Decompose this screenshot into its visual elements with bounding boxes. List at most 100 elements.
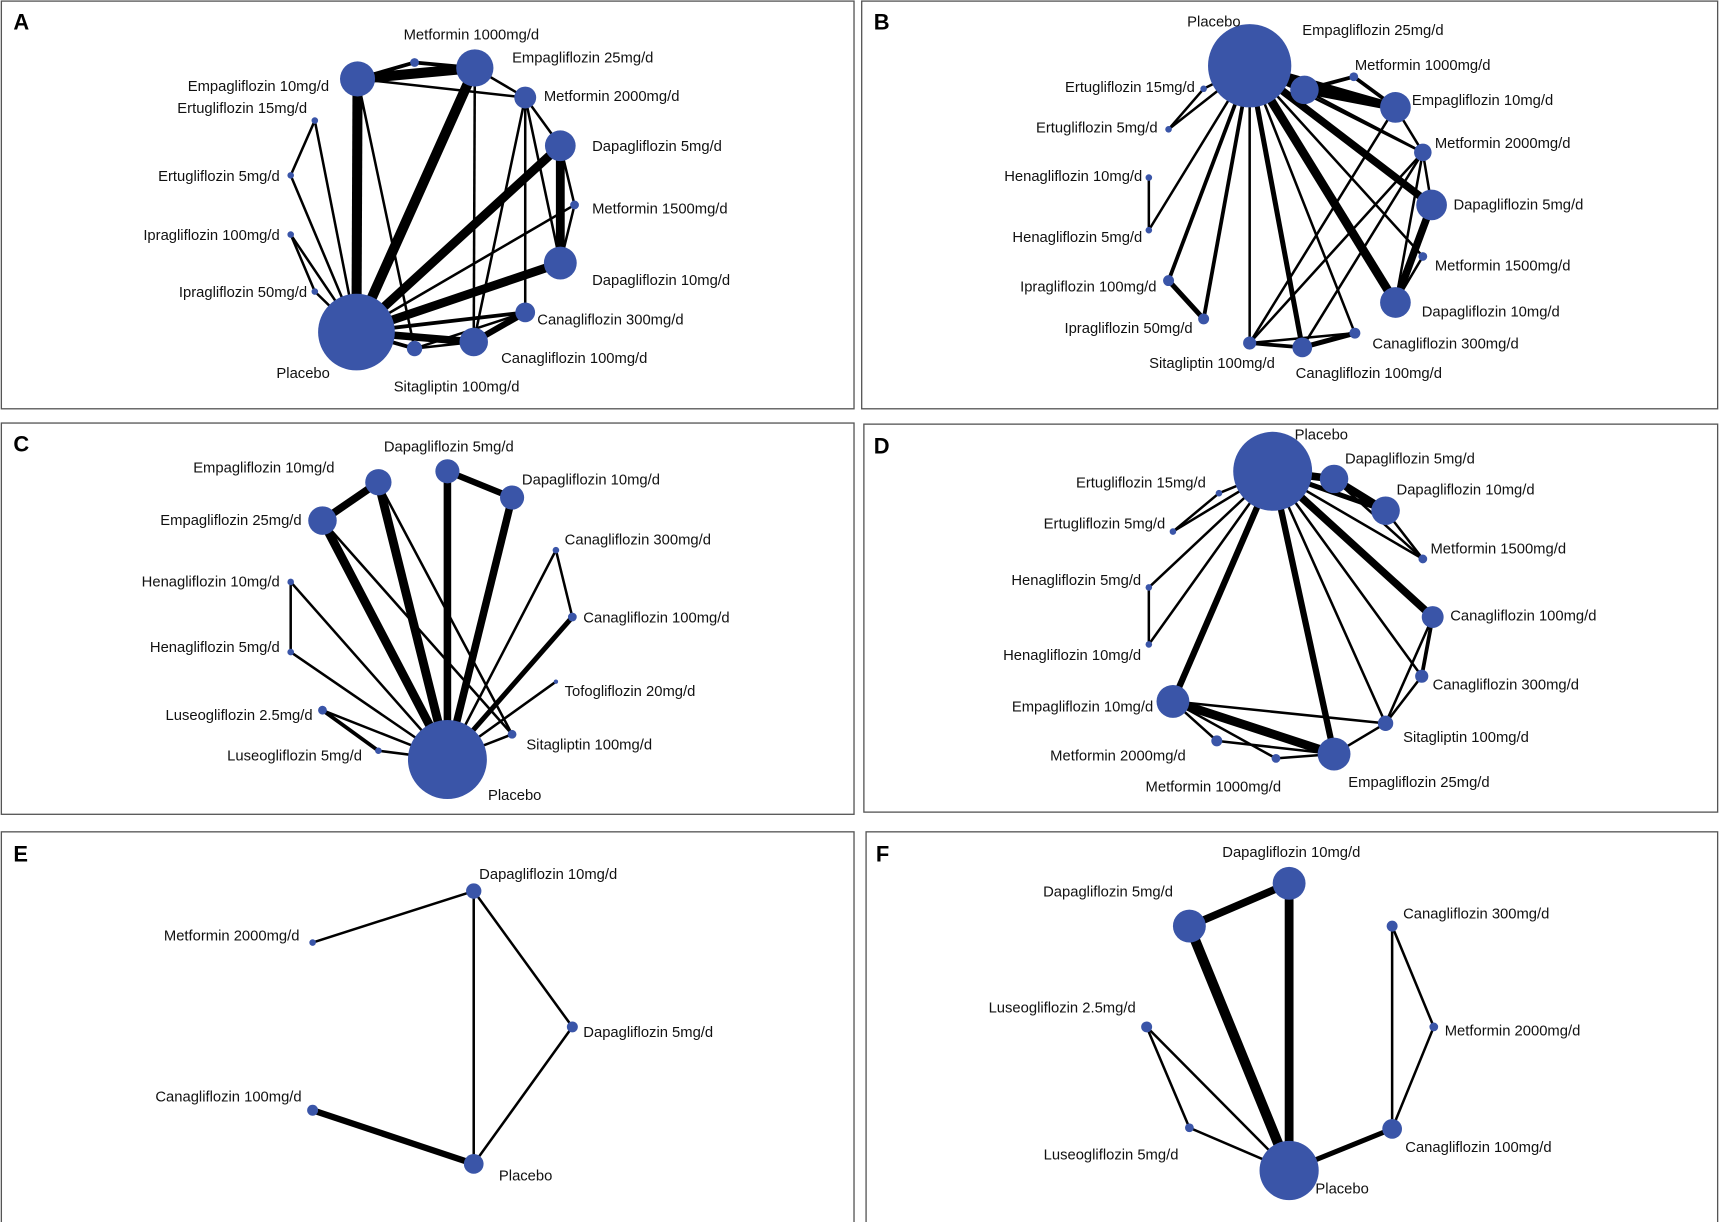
node-label-placebo: Placebo	[276, 366, 329, 382]
node-label-hena10: Henagliflozin 10mg/d	[1003, 648, 1141, 664]
node-ertu15	[1215, 489, 1223, 497]
edge-met2000-dapa10	[523, 97, 562, 264]
node-label-emp25: Empagliflozin 25mg/d	[1302, 23, 1443, 39]
node-luseo25	[1141, 1021, 1153, 1033]
edge-ertu15-ertu5	[289, 120, 316, 176]
edge-placebo-dapa10	[1245, 63, 1400, 305]
node-emp10	[340, 61, 376, 97]
edge-cana300-cana100	[554, 549, 574, 618]
node-emp10	[1156, 684, 1190, 718]
node-label-placebo: Placebo	[1295, 427, 1348, 443]
edge-cana100-placebo	[311, 1107, 475, 1167]
node-label-hena5: Henagliflozin 5mg/d	[1011, 573, 1141, 589]
node-label-emp10: Empagliflozin 10mg/d	[1412, 93, 1553, 109]
node-dapa5	[1416, 189, 1447, 221]
edge-met2000-cana100	[1390, 1026, 1435, 1130]
node-ertu15	[1200, 85, 1207, 93]
edge-emp10-sita100	[377, 481, 514, 735]
node-dapa5	[1172, 909, 1206, 943]
edge-cana100-sita100	[1384, 616, 1434, 724]
node-label-met1500: Metformin 1500mg/d	[592, 202, 728, 218]
edge-placebo-emp25	[351, 65, 480, 335]
node-hena10	[1145, 174, 1153, 181]
node-hena5	[1145, 226, 1153, 234]
node-ipra50	[1198, 313, 1210, 325]
node-dapa10	[466, 883, 482, 899]
edge-placebo-emp25	[1269, 470, 1338, 755]
node-dapa5	[1319, 464, 1349, 494]
edge-emp10-sita100	[1172, 700, 1386, 725]
node-label-placebo: Placebo	[1187, 14, 1240, 30]
node-label-dapa10: Dapagliflozin 10mg/d	[479, 867, 617, 883]
panel-border	[863, 423, 1719, 813]
edge-luseo25-luseo5	[321, 708, 380, 753]
node-dapa5	[544, 130, 576, 162]
node-ertu5	[1165, 126, 1172, 133]
edge-emp10-met2000	[357, 77, 526, 99]
node-sita100	[507, 729, 517, 739]
node-cana100	[1292, 337, 1313, 358]
node-placebo	[318, 293, 395, 371]
node-label-dapa10: Dapagliflozin 10mg/d	[1422, 305, 1560, 321]
edge-emp10-sita100	[1248, 106, 1397, 344]
edge-placebo-dapa10	[443, 496, 516, 761]
edge-cana300-met2000	[1390, 925, 1435, 1028]
node-emp25	[308, 506, 337, 535]
edge-met1500-placebo	[355, 203, 576, 334]
node-placebo	[407, 720, 487, 799]
node-dapa10	[1380, 287, 1411, 318]
node-label-met2000: Metformin 2000mg/d	[164, 928, 300, 944]
node-luseo5	[375, 747, 382, 755]
edge-ertu15-ertu5	[1172, 492, 1220, 533]
node-label-sita100: Sitagliptin 100mg/d	[526, 738, 652, 754]
node-met1500	[570, 200, 579, 210]
node-label-met2000: Metformin 2000mg/d	[1435, 136, 1571, 152]
node-met2000	[1211, 735, 1223, 747]
node-cana300	[552, 546, 560, 554]
edges	[311, 889, 574, 1167]
node-cana300	[1349, 327, 1361, 339]
edge-dapa5-placebo	[472, 1026, 574, 1165]
edge-emp25-sita100	[321, 519, 514, 736]
node-label-dapa10: Dapagliflozin 10mg/d	[592, 273, 730, 289]
edge-dapa5-dapa10	[1187, 879, 1291, 930]
node-emp10	[1380, 92, 1411, 123]
node-placebo	[1259, 1140, 1319, 1201]
node-label-ertu5: Ertugliflozin 5mg/d	[158, 169, 280, 185]
node-label-emp10: Empagliflozin 10mg/d	[188, 79, 329, 95]
node-emp25	[1290, 75, 1319, 105]
node-label-ipra50: Ipragliflozin 50mg/d	[179, 285, 307, 301]
node-met2000	[309, 939, 316, 946]
node-label-cana300: Canagliflozin 300mg/d	[1403, 906, 1549, 922]
node-cana100	[459, 327, 488, 357]
node-label-dapa5: Dapagliflozin 5mg/d	[583, 1025, 713, 1041]
node-label-dapa5: Dapagliflozin 5mg/d	[592, 139, 722, 155]
node-emp10	[365, 469, 392, 496]
panel-letter: A	[13, 10, 29, 35]
edge-ipra100-ipra50	[289, 234, 316, 293]
edge-luseo25-placebo	[1145, 1026, 1291, 1172]
edge-dapa5-dapa10	[1391, 203, 1436, 304]
panel-border	[0, 0, 855, 410]
edge-placebo-emp10	[351, 78, 363, 333]
node-label-dapa5: Dapagliflozin 5mg/d	[384, 440, 514, 456]
node-label-luseo5: Luseogliflozin 5mg/d	[227, 749, 362, 765]
panel-letter: B	[874, 10, 890, 35]
node-sita100	[1377, 715, 1394, 732]
node-label-cana300: Canagliflozin 300mg/d	[1372, 337, 1518, 353]
node-label-emp25: Empagliflozin 25mg/d	[512, 50, 653, 66]
node-cana100	[567, 612, 577, 622]
node-label-emp10: Empagliflozin 10mg/d	[1012, 699, 1153, 715]
edge-placebo-emp25	[318, 518, 452, 762]
node-met1000	[1349, 72, 1359, 82]
node-cana100	[1382, 1118, 1403, 1139]
node-label-placebo: Placebo	[488, 788, 541, 804]
node-emp25	[1317, 737, 1351, 771]
